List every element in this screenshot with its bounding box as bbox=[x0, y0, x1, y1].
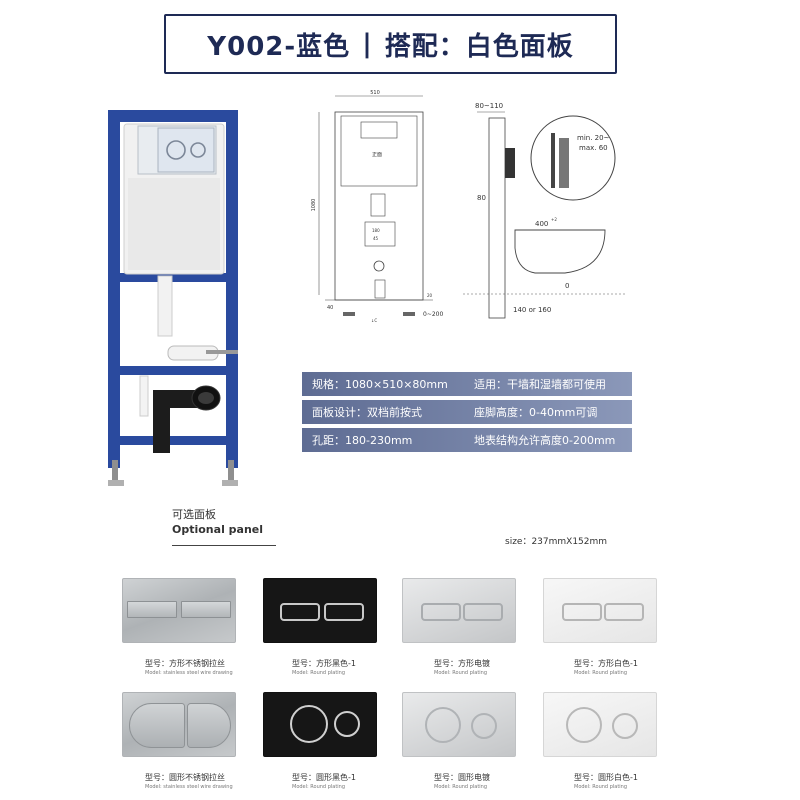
dim-180: 180 bbox=[372, 228, 380, 233]
spec-row-3: 孔距：180-230mm 地表结构允许高度0-200mm bbox=[302, 428, 632, 452]
cistern-frame-photo bbox=[108, 110, 238, 486]
dim-note: ↓C bbox=[371, 318, 377, 323]
panel-button-right bbox=[324, 603, 364, 621]
panel-caption-cn: 型号：方形不锈钢拉丝 bbox=[145, 659, 225, 668]
panel-caption-en: Model: Round plating bbox=[574, 784, 628, 790]
spec-size: 规格：1080×510×80mm bbox=[312, 378, 448, 391]
dim-max: max. 60 bbox=[579, 144, 608, 152]
panel-button-right bbox=[463, 603, 503, 621]
panel-caption-cn: 型号：圆形白色-1 bbox=[574, 773, 638, 782]
spec-usage: 适用：干墙和湿墙都可使用 bbox=[474, 378, 606, 391]
panel-caption-en: Model: Round plating bbox=[292, 670, 346, 676]
panel-caption-en: Model: Round plating bbox=[434, 670, 488, 676]
panel-button-right bbox=[187, 703, 231, 748]
model-title: Y002-蓝色 bbox=[207, 31, 351, 62]
dim-400: 400 bbox=[535, 220, 548, 228]
panel-button-right bbox=[612, 713, 638, 739]
panel-caption-en: Model: stainless steel wire drawing bbox=[145, 784, 233, 790]
dim-min: min. 20~ bbox=[577, 134, 610, 142]
optional-panel-title-cn: 可选面板 bbox=[172, 508, 216, 521]
panel-square-stainless[interactable] bbox=[122, 578, 236, 643]
dim-height-1080: 1080 bbox=[311, 199, 317, 212]
dim-45: 45 bbox=[373, 236, 379, 241]
panel-caption-cn: 型号：圆形电镀 bbox=[434, 773, 490, 782]
side-technical-drawing: 80~110 80 min. 20~ max. 60 400 +2 0 140 … bbox=[463, 102, 625, 319]
panel-round-stainless[interactable] bbox=[122, 692, 236, 757]
panel-button-left bbox=[280, 603, 320, 621]
panel-caption-cn: 型号：方形白色-1 bbox=[574, 659, 638, 668]
spec-panel-design: 面板设计：双档前按式 bbox=[312, 406, 422, 419]
spec-row-2: 面板设计：双档前按式 座脚高度：0-40mm可调 bbox=[302, 400, 632, 424]
front-label: 正面 bbox=[372, 152, 382, 158]
dim-80-110: 80~110 bbox=[475, 102, 503, 110]
panel-button-left bbox=[421, 603, 461, 621]
panel-button-left bbox=[129, 703, 185, 748]
panel-round-black[interactable] bbox=[263, 692, 377, 757]
dim-width-510: 510 bbox=[370, 90, 380, 96]
panel-caption-en: Model: Round plating bbox=[434, 784, 488, 790]
panel-square-white[interactable] bbox=[543, 578, 657, 643]
panel-square-black[interactable] bbox=[263, 578, 377, 643]
dim-20: 20 bbox=[427, 293, 433, 298]
title-separator: | bbox=[362, 29, 373, 59]
dim-40: 40 bbox=[327, 305, 333, 311]
panel-caption-cn: 型号：方形电镀 bbox=[434, 659, 490, 668]
spec-foot-height: 座脚高度：0-40mm可调 bbox=[474, 406, 598, 419]
match-title: 搭配：白色面板 bbox=[384, 31, 574, 62]
panel-caption-en: Model: Round plating bbox=[574, 670, 628, 676]
panel-button-right bbox=[181, 601, 231, 618]
dim-140-160: 140 or 160 bbox=[513, 306, 551, 314]
panel-button-left bbox=[127, 601, 177, 618]
panel-caption-en: Model: stainless steel wire drawing bbox=[145, 670, 233, 676]
panel-round-chrome[interactable] bbox=[402, 692, 516, 757]
title-box: Y002-蓝色 | 搭配：白色面板 bbox=[164, 14, 617, 74]
dim-0-200: 0~200 bbox=[423, 311, 443, 318]
panel-button-left bbox=[562, 603, 602, 621]
spec-floor-height: 地表结构允许高度0-200mm bbox=[474, 434, 616, 447]
panel-button-left bbox=[566, 707, 602, 743]
panel-round-white[interactable] bbox=[543, 692, 657, 757]
panel-button-right bbox=[604, 603, 644, 621]
optional-panel-underline bbox=[172, 545, 276, 546]
panel-caption-cn: 型号：圆形黑色-1 bbox=[292, 773, 356, 782]
panel-size-label: size：237mmX152mm bbox=[505, 537, 608, 547]
panel-caption-cn: 型号：圆形不锈钢拉丝 bbox=[145, 773, 225, 782]
panel-button-right bbox=[471, 713, 497, 739]
dim-400-sup: +2 bbox=[551, 217, 557, 222]
panel-caption-en: Model: Round plating bbox=[292, 784, 346, 790]
dim-80: 80 bbox=[477, 194, 486, 202]
front-technical-drawing: 510 1080 正面 180 45 40 20 ↓C 0~200 bbox=[311, 90, 443, 323]
optional-panel-title-en: Optional panel bbox=[172, 523, 264, 536]
panel-caption-cn: 型号：方形黑色-1 bbox=[292, 659, 356, 668]
panel-button-left bbox=[290, 705, 328, 743]
spec-row-1: 规格：1080×510×80mm 适用：干墙和湿墙都可使用 bbox=[302, 372, 632, 396]
spec-hole-distance: 孔距：180-230mm bbox=[312, 434, 413, 447]
dim-zero: 0 bbox=[565, 282, 569, 290]
panel-button-right bbox=[334, 711, 360, 737]
panel-square-chrome[interactable] bbox=[402, 578, 516, 643]
panel-button-left bbox=[425, 707, 461, 743]
